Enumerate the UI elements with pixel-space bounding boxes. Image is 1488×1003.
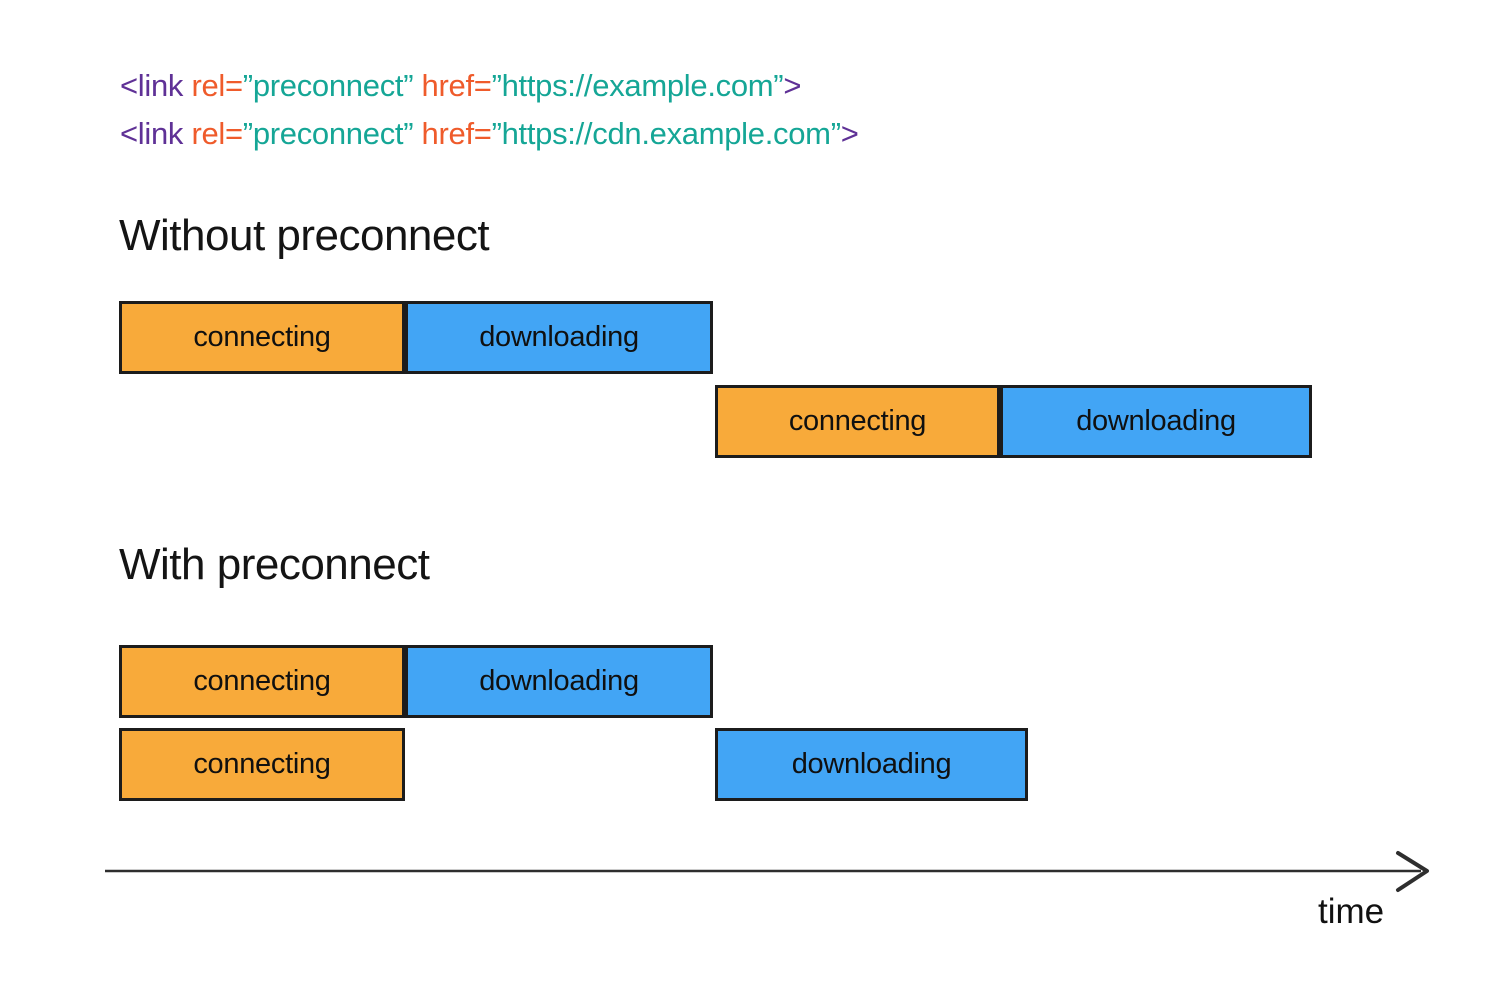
code-token: rel= (191, 68, 243, 103)
code-token: > (783, 68, 802, 103)
bar-label: downloading (479, 321, 639, 353)
bar-label: downloading (791, 748, 952, 780)
section-title-with-preconnect: With preconnect (119, 540, 430, 589)
bar-label: connecting (788, 405, 927, 437)
bar-label: downloading (1076, 405, 1236, 437)
download-bar: downloading (1000, 385, 1312, 458)
code-token: ”https://example.com” (491, 68, 784, 103)
code-token: href= (413, 116, 492, 151)
connect-bar: connecting (119, 728, 405, 801)
time-axis-arrow (105, 851, 1429, 892)
code-token: href= (413, 68, 492, 103)
code-line: <link rel=”preconnect” href=”https://exa… (120, 62, 859, 110)
download-bar: downloading (405, 645, 713, 718)
bar-label: connecting (193, 321, 331, 353)
connect-bar: connecting (119, 645, 405, 718)
time-axis-label: time (1318, 892, 1385, 931)
code-token: <link (120, 68, 192, 103)
download-bar: downloading (715, 728, 1028, 801)
connect-bar: connecting (715, 385, 1000, 458)
bar-label: downloading (479, 665, 639, 697)
code-token: ”preconnect” (242, 116, 414, 151)
code-token: ”preconnect” (242, 68, 414, 103)
arrowhead-icon (1396, 851, 1429, 892)
code-token: <link (120, 116, 192, 151)
code-token: ”https://cdn.example.com” (491, 116, 841, 151)
bar-label: connecting (193, 748, 331, 780)
code-token: rel= (191, 116, 243, 151)
code-token: > (840, 116, 859, 151)
code-block: <link rel=”preconnect” href=”https://exa… (120, 62, 859, 158)
connect-bar: connecting (119, 301, 405, 374)
bar-label: connecting (193, 665, 331, 697)
download-bar: downloading (405, 301, 713, 374)
section-title-without-preconnect: Without preconnect (119, 211, 490, 260)
code-line: <link rel=”preconnect” href=”https://cdn… (120, 110, 859, 158)
